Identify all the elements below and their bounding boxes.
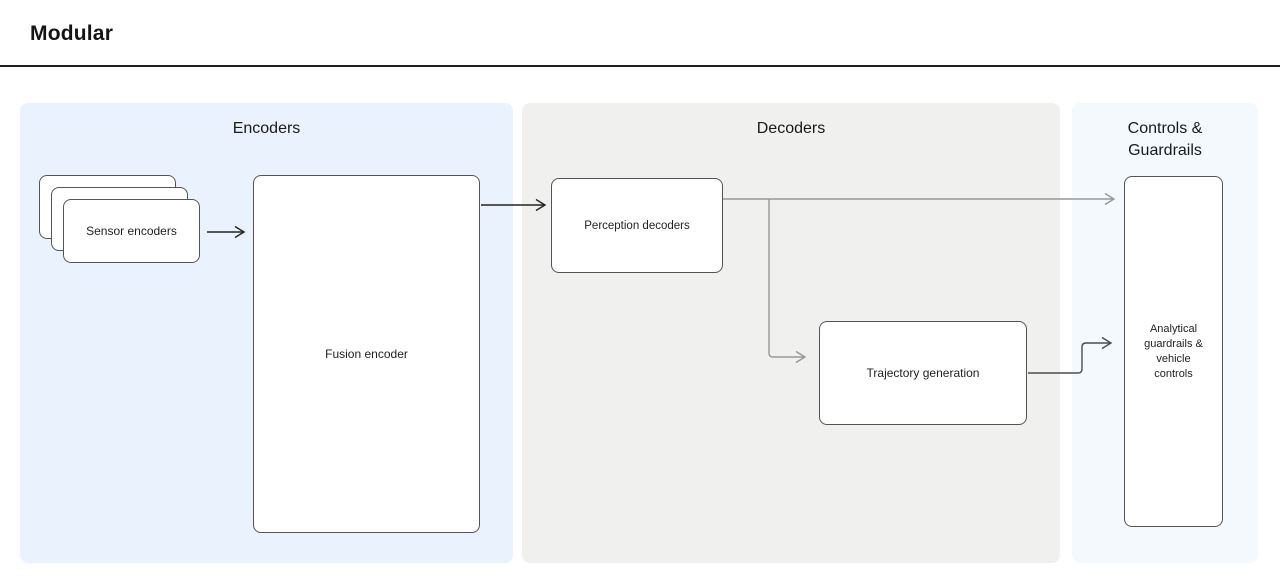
perception-decoders-label: Perception decoders bbox=[584, 219, 690, 232]
encoders-panel-title: Encoders bbox=[232, 120, 301, 137]
analytical-guardrails-box: Analytical guardrails & vehicle controls bbox=[1124, 176, 1223, 527]
perception-decoders-box: Perception decoders bbox=[551, 178, 723, 273]
sensor-encoders-card: Sensor encoders bbox=[63, 199, 200, 263]
page-title: Modular bbox=[30, 22, 114, 45]
analytical-guardrails-label: Analytical guardrails & vehicle controls bbox=[1144, 322, 1203, 380]
sensor-encoders-label: Sensor encoders bbox=[86, 224, 177, 238]
title-divider bbox=[0, 65, 1280, 67]
trajectory-generation-box: Trajectory generation bbox=[819, 321, 1027, 425]
fusion-encoder-label: Fusion encoder bbox=[325, 347, 408, 361]
trajectory-generation-label: Trajectory generation bbox=[866, 366, 980, 380]
fusion-encoder-box: Fusion encoder bbox=[253, 175, 480, 533]
controls-guardrails-panel-title: Controls & Guardrails bbox=[1127, 120, 1203, 159]
decoders-panel-title: Decoders bbox=[756, 120, 826, 137]
